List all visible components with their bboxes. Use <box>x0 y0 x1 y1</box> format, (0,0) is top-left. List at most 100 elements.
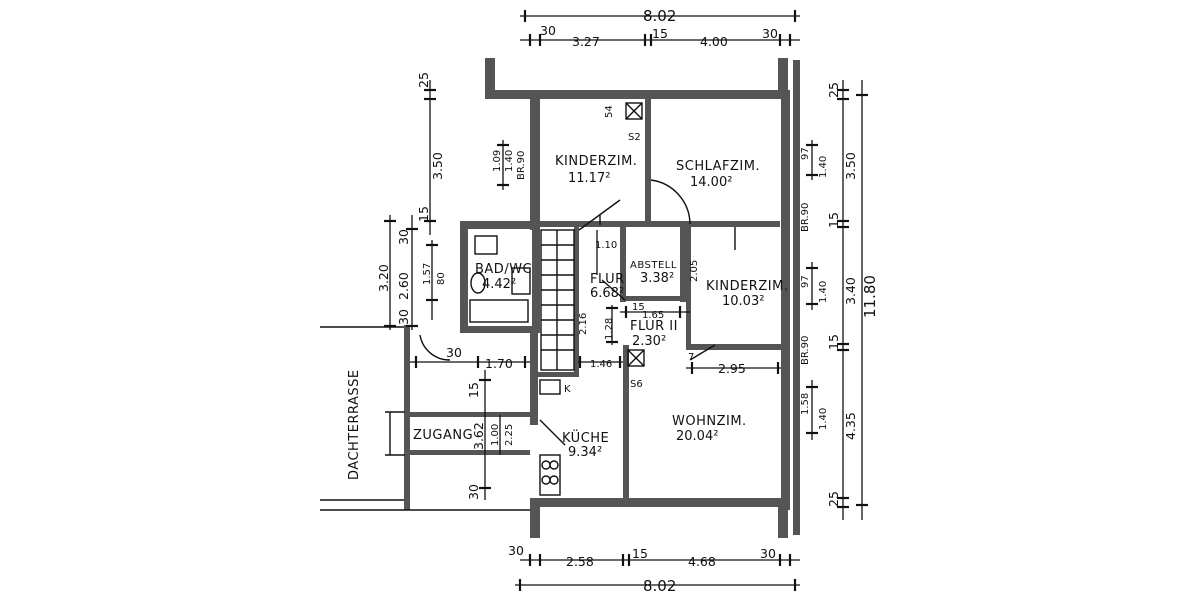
dim-in-110: 1.10 <box>595 240 617 251</box>
wall-top-main <box>530 90 785 99</box>
room-wohnzim-name: WOHNZIM. <box>672 414 747 429</box>
dim-bottom-total: 8.02 <box>643 577 676 595</box>
dim-in-7: 7 <box>688 352 694 363</box>
dim-left-320: 3.20 <box>376 264 391 292</box>
room-kinderzim2-name: KINDERZIM. <box>706 279 788 294</box>
label-s2: S2 <box>628 132 641 143</box>
wall-bad <box>460 221 540 229</box>
dim-in-216: 2.16 <box>578 313 589 335</box>
walls <box>404 58 800 538</box>
room-flur1-name: FLUR <box>590 272 625 287</box>
dim-in-205: 2.05 <box>689 260 700 282</box>
room-wohnzim-area: 20.04² <box>676 429 718 444</box>
room-flur2-area: 2.30² <box>632 334 666 349</box>
dim-in-54: 54 <box>604 105 615 118</box>
dim-bottom-258: 2.58 <box>566 554 594 569</box>
dim-right-350: 3.50 <box>843 152 858 180</box>
detail-lines <box>320 102 736 511</box>
shaft-s6 <box>627 349 645 367</box>
room-labels: KINDERZIM. 11.17² SCHLAFZIM. 14.00² BAD/… <box>347 132 788 480</box>
dim-right-140c: 1.40 <box>818 408 829 430</box>
room-flur1-area: 6.68² <box>590 286 624 301</box>
dim-left-260: 2.60 <box>396 272 411 300</box>
room-kueche-area: 9.34² <box>568 445 602 460</box>
dim-left-157: 1.57 <box>422 263 433 285</box>
wall-zugang-bottom <box>405 450 530 455</box>
room-dachterrasse-name: DACHTERRASSE <box>347 369 362 480</box>
dim-right-25b: 25 <box>826 491 841 507</box>
wall-mid-horizontal <box>540 221 780 227</box>
wall-kinderzim-schlaf <box>645 99 651 224</box>
dim-in-128: 1.28 <box>604 318 615 340</box>
dim-mid-100: 1.00 <box>490 424 501 446</box>
staircase <box>540 199 621 371</box>
dim-left-15: 15 <box>416 206 431 222</box>
dim-in-146: 1.46 <box>590 359 612 370</box>
room-kueche-name: KÜCHE <box>562 429 609 446</box>
dim-mid-225: 2.25 <box>504 424 515 446</box>
wall-top-left-stub <box>485 58 495 98</box>
wall-right <box>781 90 790 510</box>
dim-mid-30c: 30 <box>466 484 481 500</box>
wall-top <box>485 90 543 99</box>
dim-right-340: 3.40 <box>843 277 858 305</box>
wall-kinderzim2-left <box>686 227 691 347</box>
room-abstell-name: ABSTELL <box>630 260 677 271</box>
room-bad-area: 4.42² <box>482 277 516 292</box>
stove <box>539 454 561 496</box>
wall-stair-right <box>574 227 579 377</box>
dim-right-140a: 1.40 <box>818 156 829 178</box>
dim-in-15: 15 <box>632 302 645 313</box>
room-kinderzim2-area: 10.03² <box>722 294 764 309</box>
dim-left-25: 25 <box>416 72 431 88</box>
room-kinderzim1-name: KINDERZIM. <box>555 154 637 169</box>
dim-right-total: 11.80 <box>861 275 879 318</box>
dim-right-158: 1.58 <box>800 393 811 415</box>
wall-top-right-stub <box>778 58 788 98</box>
wall-kinderzim2-bottom <box>686 344 781 350</box>
wall-bottom-right-stub <box>778 498 788 538</box>
room-abstell-area: 3.38² <box>640 271 674 286</box>
room-bad-name: BAD/WC <box>475 262 532 277</box>
wall-zugang-top <box>405 412 530 417</box>
dim-right-15b: 15 <box>826 334 841 350</box>
wall-abstell-bottom <box>620 296 686 301</box>
wall-bad-right <box>532 221 540 333</box>
shaft-s2 <box>625 102 643 120</box>
dim-left-350: 3.50 <box>430 152 445 180</box>
wall-bottom <box>530 498 790 507</box>
dim-left-109: 1.09 <box>492 150 503 172</box>
wall-left-upper <box>530 90 540 230</box>
dimension-texts: 8.02 30 3.27 15 4.00 30 30 2.58 15 4.68 … <box>376 7 879 595</box>
wall-bottom-left-stub <box>530 498 540 538</box>
toilet <box>470 272 486 294</box>
room-flur2-name: FLUR II <box>630 319 678 334</box>
room-schlafzim-area: 14.00² <box>690 175 732 190</box>
dim-bottom-30b: 30 <box>760 546 776 561</box>
dim-bottom-15: 15 <box>632 546 648 561</box>
wall-kueche-left <box>530 330 538 425</box>
dim-right-97a: 97 <box>800 147 811 160</box>
dim-left-30b: 30 <box>396 309 411 325</box>
dim-mid-170: 1.70 <box>485 356 513 371</box>
dim-mid-362: 3.62 <box>471 422 486 450</box>
dim-right-25a: 25 <box>826 82 841 98</box>
dim-right-97b: 97 <box>800 275 811 288</box>
wall-right-outer <box>793 60 800 535</box>
dim-left-80: 80 <box>436 272 447 285</box>
bathtub <box>469 299 529 323</box>
wall-abstell-left <box>620 227 626 302</box>
dim-in-165: 1.65 <box>642 310 664 321</box>
room-zugang-name: ZUGANG <box>413 428 473 443</box>
dim-right-435: 4.35 <box>843 412 858 440</box>
wall-bad-bottom <box>460 326 540 333</box>
label-s6: S6 <box>630 379 643 390</box>
dim-in-295: 2.95 <box>718 361 746 376</box>
dim-left-140: 1.40 <box>504 150 515 172</box>
dim-top-30b: 30 <box>762 26 778 41</box>
label-k: K <box>564 384 571 395</box>
dim-right-br90b: BR.90 <box>800 336 811 365</box>
wall-bad-left <box>460 221 468 333</box>
wall-kueche-top <box>538 372 578 377</box>
